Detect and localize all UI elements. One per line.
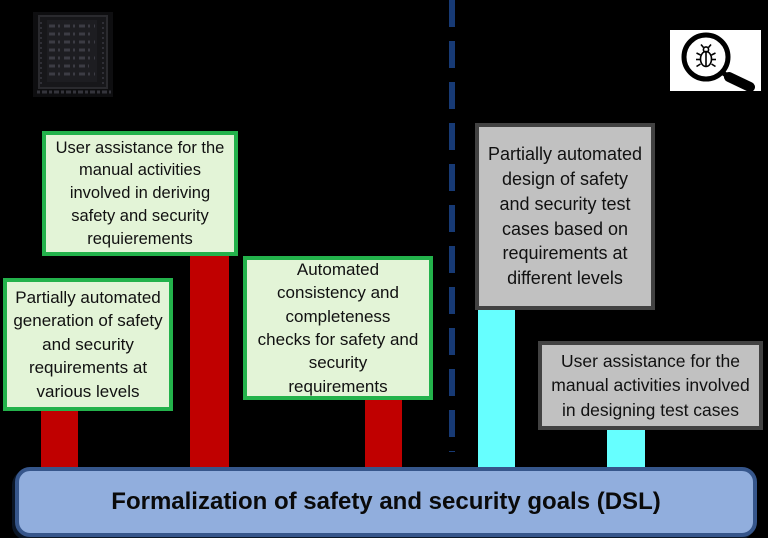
- signbox-text: Partially automated design of safety and…: [487, 144, 643, 289]
- document-thumbnail-icon: [33, 12, 113, 97]
- signbox-text: User assistance for the manual activitie…: [55, 138, 225, 248]
- dashed-divider-line: [449, 0, 455, 452]
- red-stem-user-assistance: [190, 250, 229, 468]
- cyan-stem-test-design: [478, 306, 515, 468]
- bug-magnifier-icon: [667, 27, 764, 94]
- red-stem-generation: [41, 411, 78, 468]
- signbox-partially-automated-generation: Partially automated generation of safety…: [3, 278, 173, 411]
- base-bar-label: Formalization of safety and security goa…: [111, 488, 661, 515]
- signbox-automated-consistency-checks: Automated consistency and completeness c…: [243, 256, 433, 400]
- red-stem-consistency: [365, 398, 402, 468]
- signbox-text: User assistance for the manual activitie…: [551, 351, 750, 420]
- signbox-user-assistance-test-cases: User assistance for the manual activitie…: [538, 341, 763, 430]
- signbox-text: Partially automated generation of safety…: [13, 287, 163, 401]
- cyan-stem-test-assistance: [607, 427, 645, 468]
- signbox-partially-automated-test-design: Partially automated design of safety and…: [475, 123, 655, 310]
- base-bar-formalization: Formalization of safety and security goa…: [15, 467, 757, 537]
- signbox-user-assistance-requirements: User assistance for the manual activitie…: [42, 131, 238, 256]
- signbox-text: Automated consistency and completeness c…: [257, 259, 419, 396]
